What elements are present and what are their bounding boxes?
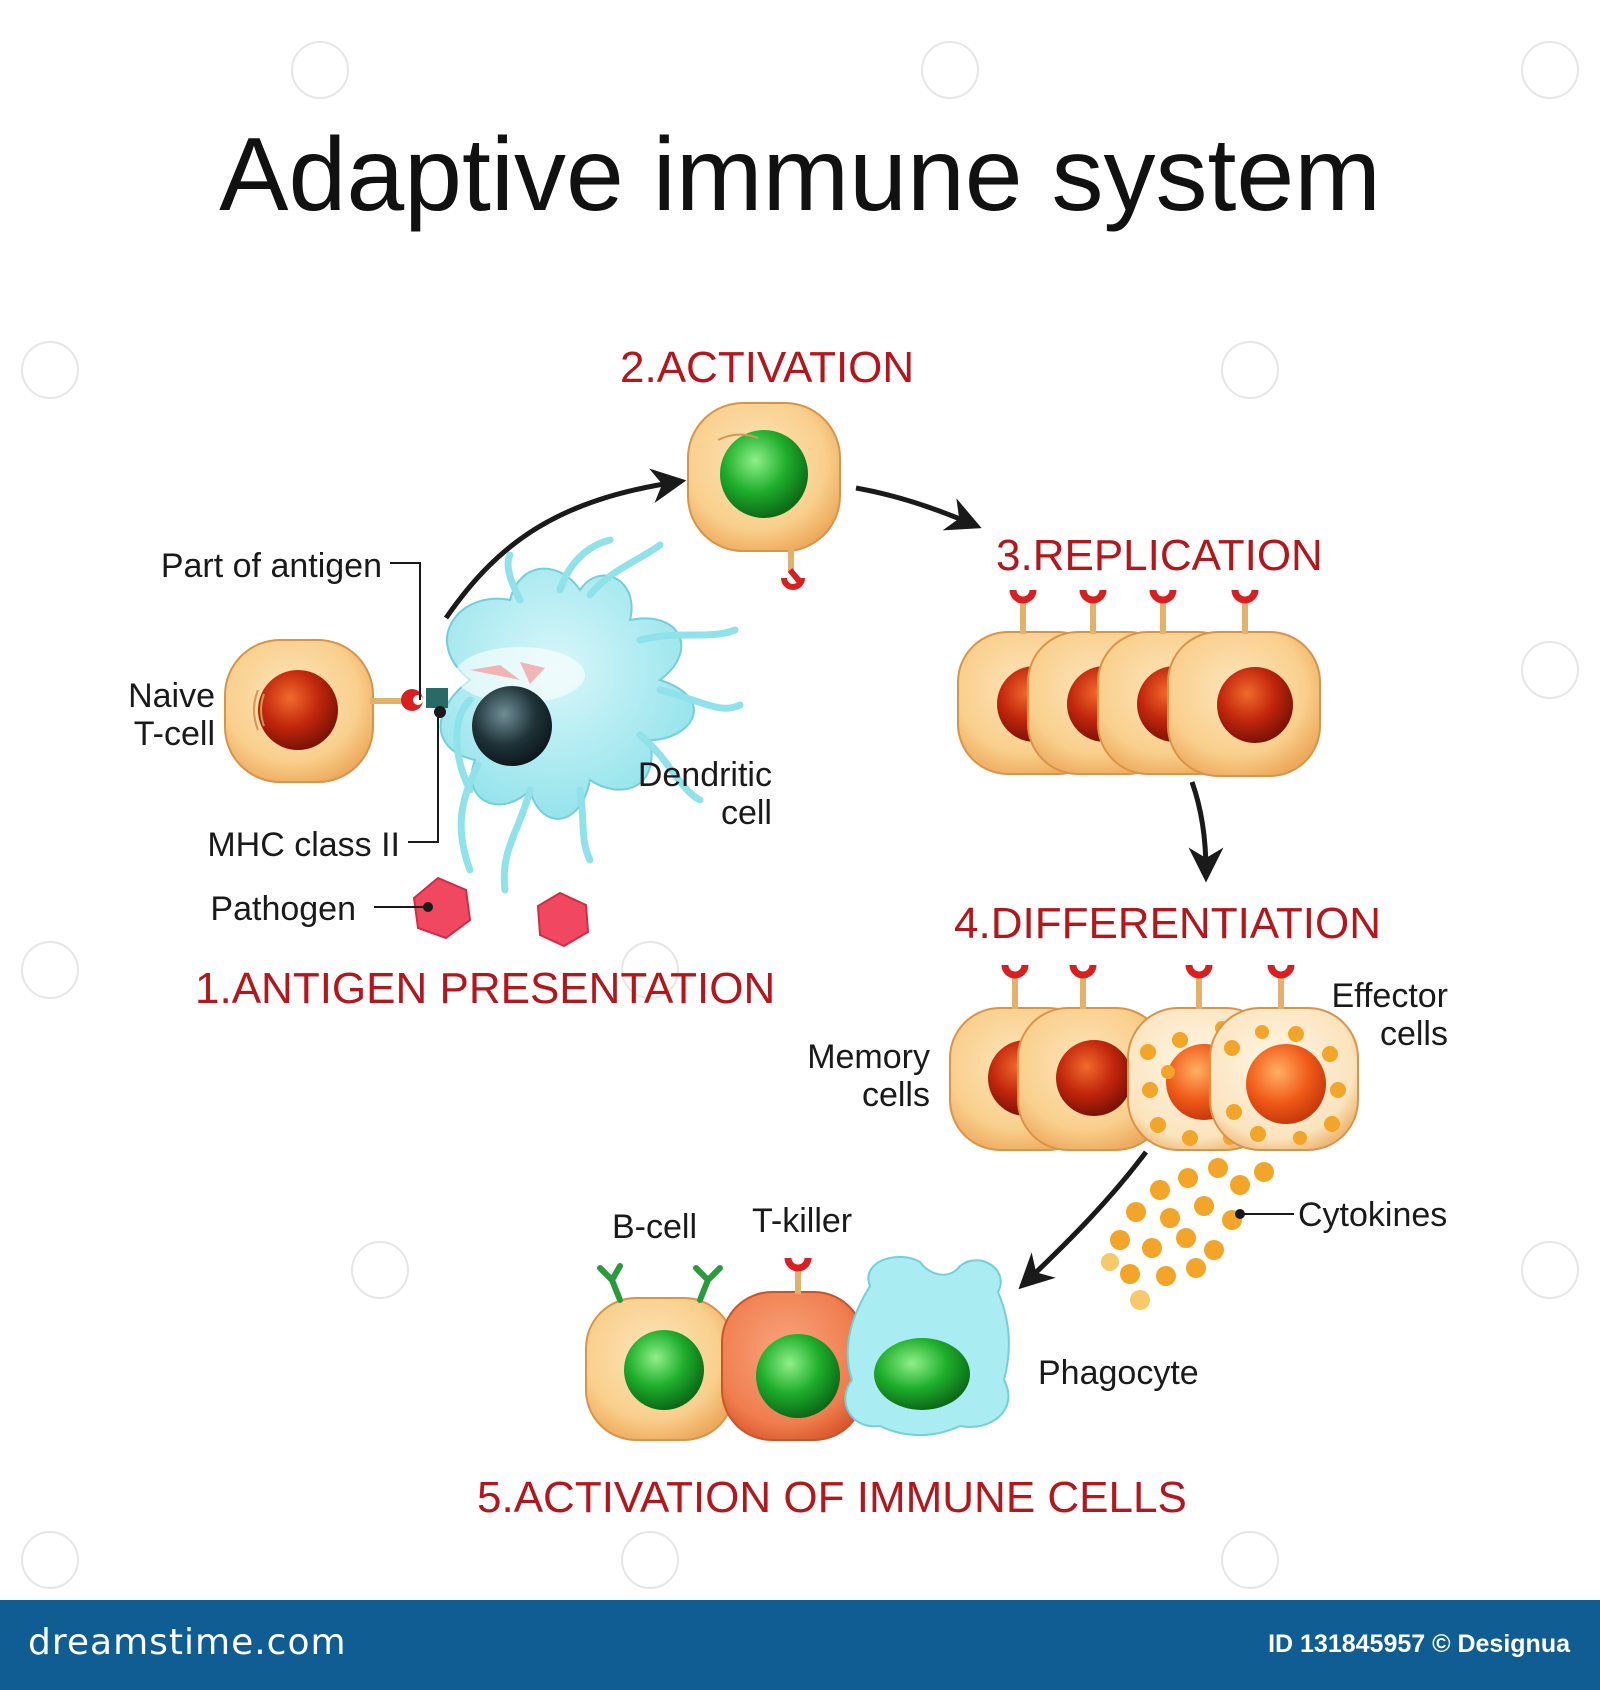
- callout-lines: [374, 562, 446, 908]
- stage-replication: 3.REPLICATION: [996, 531, 1323, 580]
- naive-t-cell: [224, 639, 406, 783]
- stage-immune-cells: 5.ACTIVATION OF IMMUNE CELLS: [477, 1473, 1187, 1522]
- t-killer-cell: [721, 1257, 865, 1441]
- label-dendritic-line1: Dendritic: [638, 756, 772, 794]
- label-memory-line2: cells: [862, 1076, 930, 1114]
- footer-image-id: ID 131845957 © Designua: [1268, 1630, 1570, 1658]
- activated-t-cell: [687, 402, 841, 590]
- label-cytokines: Cytokines: [1298, 1196, 1447, 1234]
- b-cell: [585, 1263, 735, 1441]
- arrow-to-activation: [443, 468, 687, 620]
- label-dendritic-line2: cell: [721, 794, 772, 832]
- pathogen-icon: [412, 876, 590, 948]
- watermark-pattern: [21, 41, 1579, 1589]
- label-memory-line1: Memory: [807, 1038, 930, 1076]
- label-naive-line2: T-cell: [134, 715, 215, 753]
- footer-bar: [0, 1600, 1600, 1690]
- phagocyte-cell: [844, 1255, 1010, 1436]
- label-part-of-antigen: Part of antigen: [161, 547, 382, 585]
- page-title: Adaptive immune system: [219, 117, 1381, 233]
- arrow-to-immune-cells: [1018, 1150, 1148, 1290]
- stage-differentiation: 4.DIFFERENTIATION: [954, 899, 1381, 948]
- label-t-killer: T-killer: [752, 1202, 852, 1240]
- label-phagocyte: Phagocyte: [1038, 1354, 1199, 1392]
- label-b-cell: B-cell: [612, 1208, 697, 1246]
- cytokines-cluster: [1101, 1158, 1274, 1310]
- arrow-to-differentiation: [1188, 781, 1224, 883]
- label-mhc-class-ii: MHC class II: [207, 826, 400, 864]
- arrow-to-replication: [855, 485, 982, 531]
- replicated-t-cells: [957, 589, 1321, 777]
- label-pathogen: Pathogen: [210, 890, 356, 928]
- effector-cells: [1127, 964, 1359, 1151]
- stage-activation: 2.ACTIVATION: [620, 343, 914, 392]
- label-naive-line1: Naive: [128, 677, 215, 715]
- dendritic-cell: [426, 536, 744, 894]
- label-effector-line2: cells: [1380, 1015, 1448, 1053]
- label-effector-line1: Effector: [1331, 977, 1448, 1015]
- footer-logo: dreamstime.com: [28, 1622, 347, 1663]
- stage-antigen-presentation: 1.ANTIGEN PRESENTATION: [195, 964, 775, 1013]
